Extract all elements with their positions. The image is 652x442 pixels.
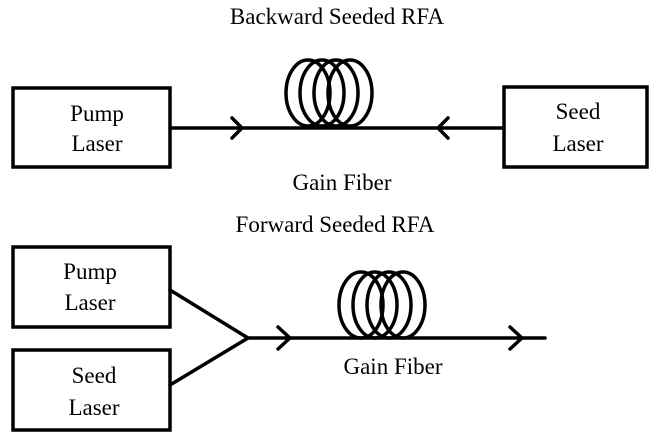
forward-pump-line2: Laser — [64, 290, 115, 315]
forward-section: Forward Seeded RFA Pump Laser Seed Laser… — [11, 212, 547, 432]
backward-seed-arrow — [436, 116, 450, 140]
forward-seed-line1: Seed — [72, 363, 117, 388]
forward-fiber-label: Gain Fiber — [343, 354, 442, 379]
forward-fiber-coil-icon — [337, 270, 427, 340]
forward-combiner-lines — [168, 288, 250, 387]
forward-seed-laser: Seed Laser — [11, 348, 172, 432]
backward-title: Backward Seeded RFA — [230, 4, 445, 29]
backward-pump-line1: Pump — [70, 101, 124, 126]
backward-pump-arrow — [230, 116, 244, 140]
forward-pump-box — [11, 245, 172, 329]
forward-pump-laser: Pump Laser — [11, 245, 172, 329]
backward-fiber-label: Gain Fiber — [292, 170, 391, 195]
forward-input-arrow — [276, 325, 292, 351]
backward-seed-line2: Laser — [552, 131, 603, 156]
forward-output-arrow — [508, 325, 524, 351]
backward-fiber-coil-icon — [284, 58, 374, 128]
backward-seed-line1: Seed — [556, 99, 601, 124]
forward-pump-line1: Pump — [63, 259, 117, 284]
backward-seed-laser: Seed Laser — [502, 85, 649, 169]
backward-pump-laser: Pump Laser — [11, 86, 172, 169]
forward-title: Forward Seeded RFA — [236, 212, 435, 237]
backward-section: Backward Seeded RFA Pump Laser Seed Lase… — [11, 4, 649, 195]
backward-pump-line2: Laser — [71, 131, 122, 156]
forward-seed-box — [11, 348, 172, 432]
forward-seed-line2: Laser — [68, 395, 119, 420]
